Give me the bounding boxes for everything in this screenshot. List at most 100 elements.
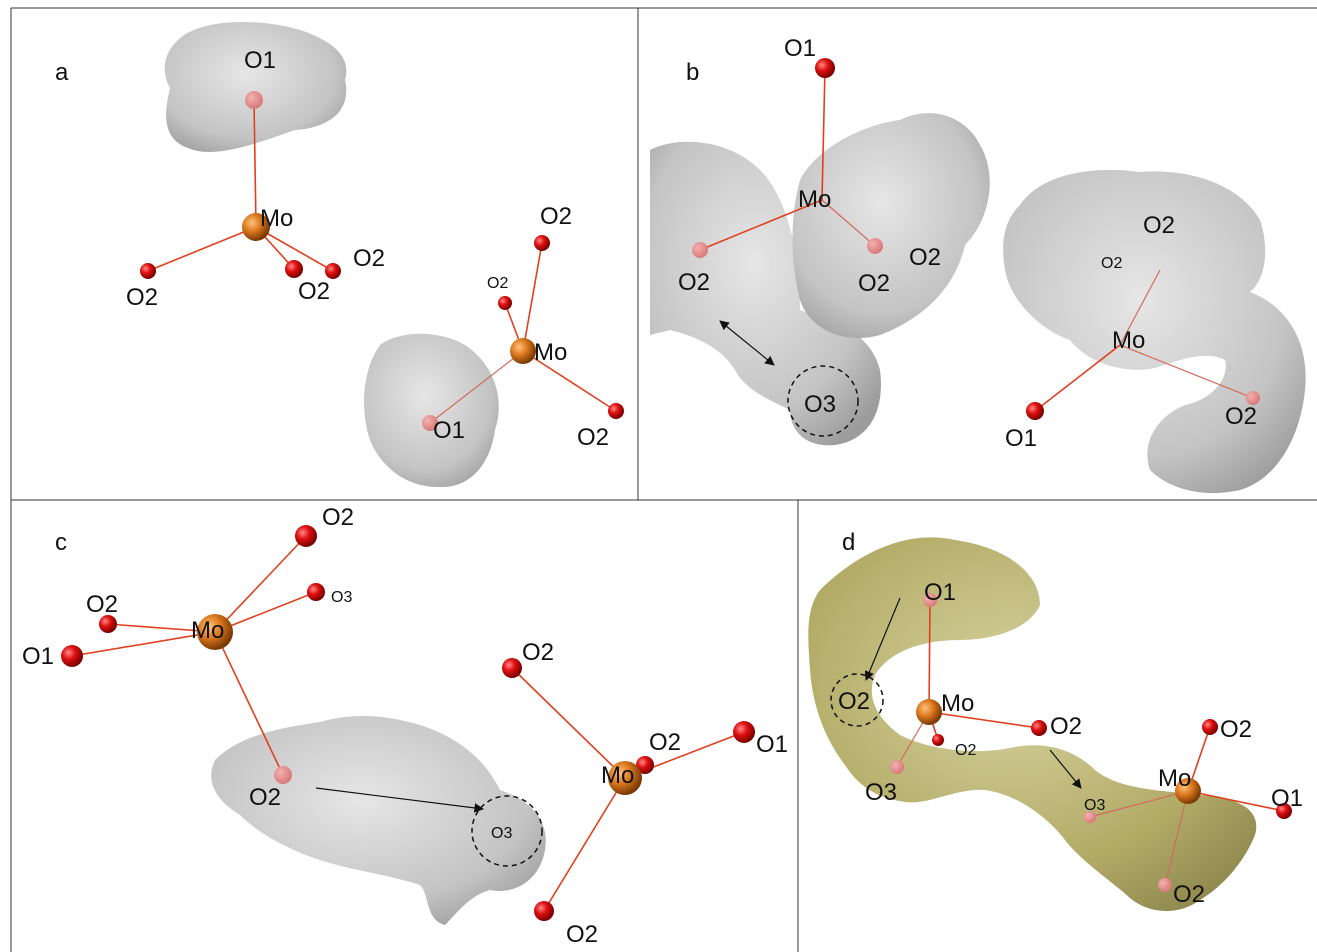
highlight-circle xyxy=(830,673,884,727)
atom-label: O3 xyxy=(491,825,512,842)
atom-label: O3 xyxy=(331,589,352,606)
atom-label: O1 xyxy=(22,643,54,670)
oxygen-atom xyxy=(140,263,156,279)
atom-label: O2 xyxy=(249,784,281,811)
atom-label: O2 xyxy=(487,275,508,292)
atom-label: O1 xyxy=(433,417,465,444)
oxygen-atom xyxy=(867,238,883,254)
panel-c: c O2 O2 O3 Mo O1 O2 O3 O2 O2 Mo O1 xyxy=(22,504,788,948)
atom-label: O2 xyxy=(322,504,354,531)
atom-label: O2 xyxy=(86,591,118,618)
oxygen-atom xyxy=(325,263,341,279)
atom-label: O2 xyxy=(858,270,890,297)
panel-a: a O1 Mo O2 O2 O2 O2 O2 Mo O1 O2 xyxy=(55,21,624,488)
atom-label: Mo xyxy=(601,762,634,789)
highlight-circle xyxy=(471,795,543,867)
panel-b-letter: b xyxy=(686,59,699,86)
atom-label: O2 xyxy=(1050,713,1082,740)
oxygen-atom xyxy=(1202,719,1218,735)
atom-label: O3 xyxy=(865,779,897,806)
atom-label: O2 xyxy=(1101,255,1122,272)
atom-label: O2 xyxy=(353,245,385,272)
oxygen-atom xyxy=(923,593,937,607)
oxygen-atom xyxy=(307,583,325,601)
atom-label: O2 xyxy=(955,742,976,759)
oxygen-atom xyxy=(636,756,654,774)
atom-label: O2 xyxy=(522,639,554,666)
atom-label: O1 xyxy=(924,579,956,606)
oxygen-atom xyxy=(1031,720,1047,736)
atom-label: Mo xyxy=(534,339,567,366)
isosurface-a-top xyxy=(164,21,347,152)
atom-label: O1 xyxy=(756,731,788,758)
atom-label: Mo xyxy=(260,205,293,232)
oxygen-atom xyxy=(815,58,835,78)
oxygen-atom xyxy=(502,658,522,678)
oxygen-atom xyxy=(295,525,317,547)
atom-label: O1 xyxy=(784,35,816,62)
atom-label: O2 xyxy=(1225,403,1257,430)
atom-label: O2 xyxy=(1173,881,1205,908)
highlight-circle xyxy=(787,365,859,437)
oxygen-atom xyxy=(498,296,512,310)
oxygen-atom xyxy=(99,615,117,633)
oxygen-atom xyxy=(733,721,755,743)
molybdenum-atom xyxy=(608,761,642,795)
oxygen-atom xyxy=(1246,391,1260,405)
molybdenum-atom xyxy=(197,614,233,650)
isosurface-d xyxy=(808,537,1257,912)
atom-label: O3 xyxy=(804,391,836,418)
atom-label: O2 xyxy=(298,278,330,305)
atom-label: Mo xyxy=(1112,327,1145,354)
atom-label: O2 xyxy=(678,269,710,296)
atom-label: O1 xyxy=(1271,785,1303,812)
atom-label: O2 xyxy=(1143,212,1175,239)
atom-label: O2 xyxy=(126,284,158,311)
oxygen-atom xyxy=(692,242,708,258)
atom-label: O2 xyxy=(577,424,609,451)
atom-label: O2 xyxy=(1220,716,1252,743)
molybdenum-atom xyxy=(242,213,270,241)
oxygen-atom xyxy=(534,901,554,921)
oxygen-atom xyxy=(285,260,303,278)
oxygen-atom xyxy=(932,734,944,746)
atom-label: Mo xyxy=(191,617,224,644)
atom-label: O2 xyxy=(649,729,681,756)
panel-c-letter: c xyxy=(55,529,67,556)
panel-d: d O1 O2 Mo O2 O2 O3 O2 Mo O3 O1 O2 xyxy=(808,529,1303,912)
oxygen-atom xyxy=(890,760,904,774)
panel-a-letter: a xyxy=(55,59,69,86)
isosurface-a-bottom xyxy=(364,333,499,488)
isosurface-c xyxy=(211,716,546,925)
oxygen-atom xyxy=(1084,811,1096,823)
atom-label: O3 xyxy=(1084,797,1105,814)
atom-label: Mo xyxy=(798,186,831,213)
oxygen-atom xyxy=(245,91,263,109)
molybdenum-atom xyxy=(916,699,942,725)
panel-b: b O1 Mo O2 O2 O2 O3 O2 O2 Mo O1 O2 xyxy=(650,35,1306,494)
isosurface-b-right xyxy=(1003,169,1306,494)
panel-frames xyxy=(10,7,1317,952)
molybdenum-atom xyxy=(1175,778,1201,804)
atom-label: O2 xyxy=(540,203,572,230)
isosurface-b-center xyxy=(792,113,990,339)
panel-d-letter: d xyxy=(842,529,855,556)
oxygen-atom xyxy=(1158,878,1172,892)
oxygen-atom xyxy=(1026,402,1044,420)
atom-label: Mo xyxy=(941,690,974,717)
isosurface-b-left xyxy=(650,141,881,446)
atom-label: O2 xyxy=(838,688,870,715)
atom-label: O1 xyxy=(244,47,276,74)
atom-label: O2 xyxy=(909,244,941,271)
oxygen-atom xyxy=(274,766,292,784)
oxygen-atom xyxy=(534,235,550,251)
oxygen-atom xyxy=(422,415,438,431)
oxygen-atom xyxy=(608,403,624,419)
atom-label: O2 xyxy=(566,921,598,948)
atom-label: Mo xyxy=(1158,765,1191,792)
oxygen-atom xyxy=(61,645,83,667)
atom-label: O1 xyxy=(1005,425,1037,452)
molybdenum-atom xyxy=(510,338,536,364)
oxygen-atom xyxy=(1276,803,1292,819)
